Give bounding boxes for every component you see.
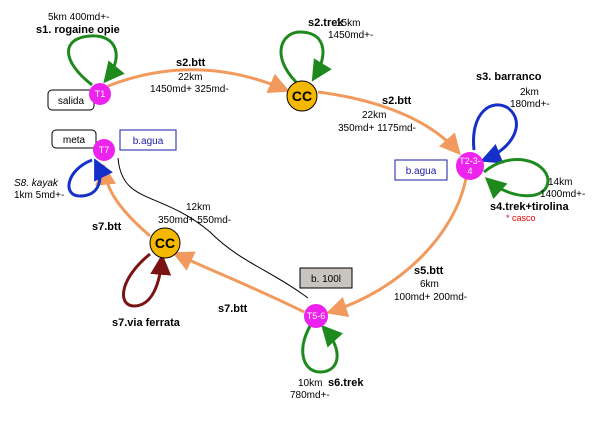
s4-name: s4.trek+tirolina [490,201,569,213]
node-cc-left: CC [149,227,181,259]
s2btt-b-md: 350md+ 1175md- [338,123,416,134]
s2btt-b-name: s2.btt [382,95,412,107]
s5-km: 6km [420,279,439,290]
salida-label: salida [58,96,85,107]
s8-distance: 1km 5md+- [14,190,64,201]
b100-label: b. 100l [311,274,341,285]
s8-loop [67,158,113,198]
s4-km: 14km [548,177,572,188]
s3-loop [472,103,518,164]
s7btt-lower: s7.btt [218,303,248,315]
s6-md: 780md+- [290,390,330,401]
s2btt-a-name: s2.btt [176,57,206,69]
s2btt-b-km: 22km [362,110,386,121]
meta-box: meta [51,129,97,149]
s6-loop [301,324,344,374]
water-box-right-label: b.agua [406,166,437,177]
s2trek-name: s2.trek [308,17,344,29]
s4-loop [483,158,550,200]
s7-connector-line [117,157,309,299]
s2trek-md: 1450md+- [328,30,373,41]
s5-name: s5.btt [414,265,444,277]
b100-box: b. 100l [299,267,353,289]
water-box-right: b.agua [394,159,448,181]
node-cc-top: CC [286,80,318,112]
salida-box: salida [47,89,95,111]
node-t7-label: T7 [99,145,110,155]
node-t7: T7 [93,139,115,161]
water-box-left-label: b.agua [133,136,164,147]
s3-md: 180md+- [510,99,550,110]
s7-km: 12km [186,202,210,213]
s8-name: S8. kayak [14,178,59,189]
s3-km: 2km [520,87,539,98]
s7via-loop [122,252,172,308]
s7-md: 350md+ 550md- [158,215,231,226]
s6-km: 10km [298,378,322,389]
s2btt-a-km: 22km [178,72,202,83]
s7btt-left: s7.btt [92,221,122,233]
node-cc-left-label: CC [155,235,175,251]
edge-t234-to-t56 [325,177,468,317]
node-t234: T2-3- 4 [456,152,484,180]
s2trek-loop [279,30,332,84]
s4-md: 1400md+- [540,189,585,200]
node-cc-top-label: CC [292,88,312,104]
s7via-name: s7.via ferrata [112,317,181,329]
s1-distance: 5km 400md+- [48,12,109,23]
node-t1: T1 [89,83,111,105]
s4-note: * casco [506,213,536,223]
s5-md: 100md+ 200md- [394,292,467,303]
node-t56: T5-6 [304,304,328,328]
meta-label: meta [63,135,86,146]
s2btt-a-md: 1450md+ 325md- [150,84,229,95]
s3-name: s3. barranco [476,71,542,83]
node-t56-label: T5-6 [307,311,326,321]
edge-t56-to-cc-left [172,251,305,314]
edge-t1-to-cc-top [107,68,290,94]
node-t234-label-1: T2-3- [459,156,481,166]
s1-loop [67,34,125,87]
s2trek-km: 15km [336,18,360,29]
node-t1-label: T1 [95,89,106,99]
node-t234-label-2: 4 [467,166,472,176]
edge-cc-top-to-t234 [317,90,461,156]
water-box-left: b.agua [119,129,177,151]
s6-name: s6.trek [328,377,364,389]
s1-name: s1. rogaine opie [36,24,120,36]
